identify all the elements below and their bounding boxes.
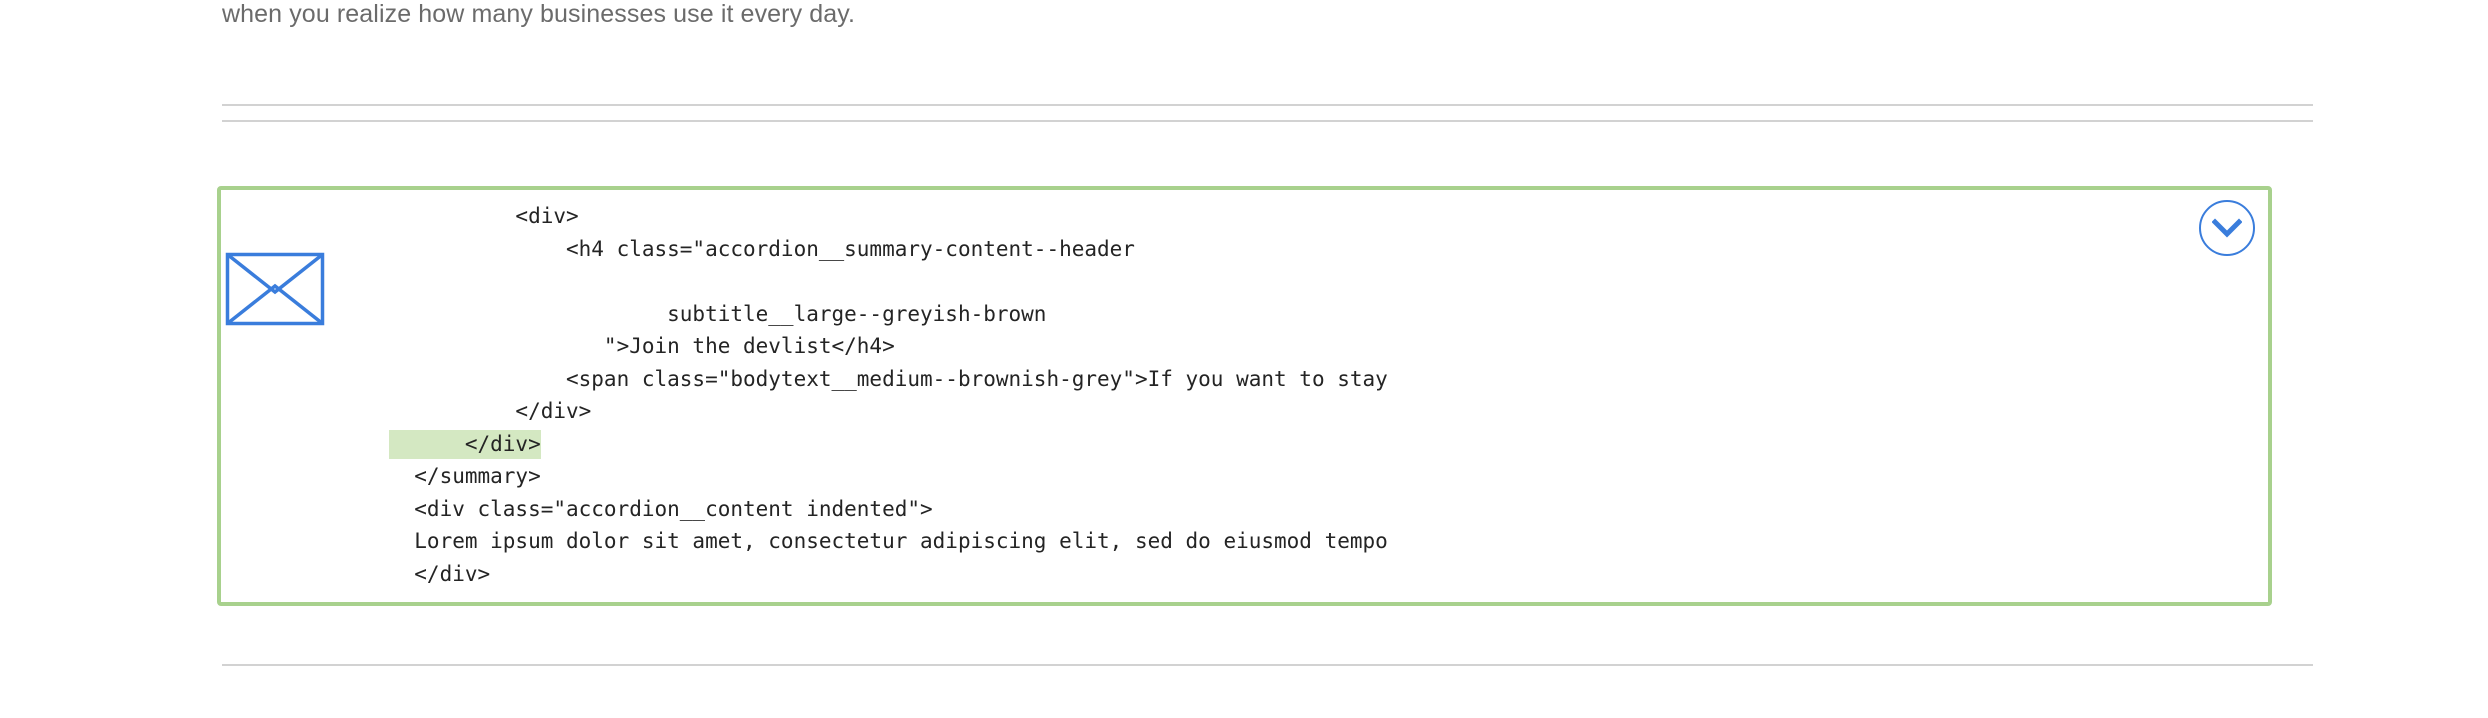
divider-top (222, 104, 2313, 106)
code-text-block: <div> <h4 class="accordion__summary-cont… (389, 200, 2178, 590)
accordion-toggle-button[interactable] (2199, 200, 2255, 256)
code-line: <span class="bodytext__medium--brownish-… (389, 366, 1388, 391)
code-line: </div> (389, 399, 592, 423)
code-line: </summary> (389, 464, 541, 488)
code-line: </div> (389, 561, 491, 586)
divider-bottom (222, 664, 2313, 666)
code-line: subtitle__large--greyish-brown (389, 301, 1047, 326)
code-line: Lorem ipsum dolor sit amet, consectetur … (389, 529, 1388, 553)
divider-second (222, 120, 2313, 122)
code-line: <div> (389, 204, 579, 228)
code-line: ">Join the devlist</h4> (389, 334, 895, 358)
paragraph-tail-text: when you realize how many businesses use… (222, 0, 856, 28)
code-line-highlight: </div> (389, 429, 541, 459)
code-line: <div class="accordion__content indented"… (389, 496, 933, 521)
chevron-down-icon (2212, 218, 2242, 238)
code-line: <h4 class="accordion__summary-content--h… (389, 236, 1135, 261)
code-line (389, 265, 2178, 298)
code-snippet-card: <div> <h4 class="accordion__summary-cont… (217, 186, 2272, 606)
code-line: </div> (389, 428, 2178, 461)
broken-image-icon (225, 252, 325, 326)
